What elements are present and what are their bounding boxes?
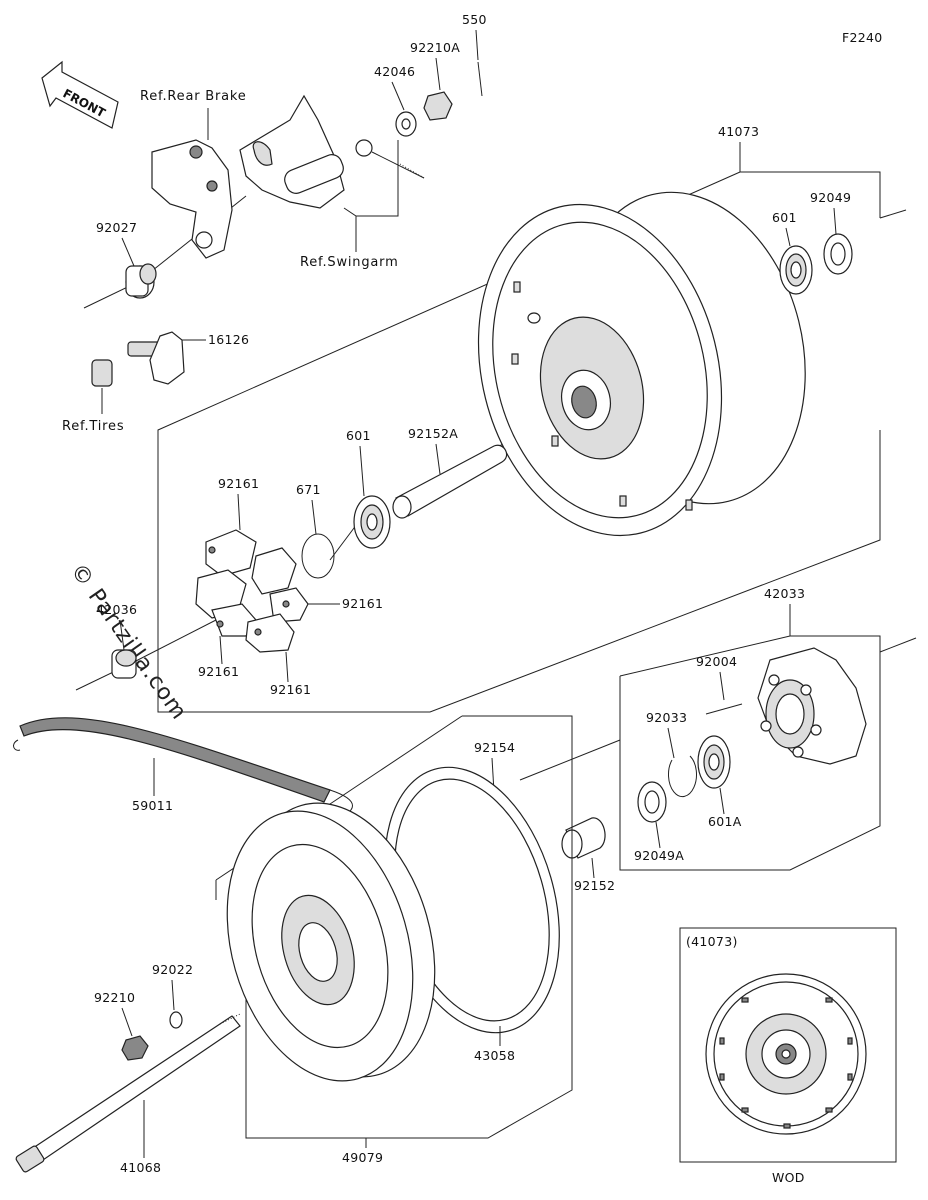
part-92161-c: 92161 <box>198 664 239 679</box>
nut-92210: 92210 <box>94 990 149 1061</box>
part-59011: 59011 <box>132 798 173 813</box>
part-601-top: 601 <box>772 210 797 225</box>
ref-swingarm-label: Ref.Swingarm <box>300 255 399 270</box>
part-92152A: 92152A <box>408 426 458 441</box>
part-92152: 92152 <box>574 878 615 893</box>
axle-41068: 41068 <box>15 1013 241 1175</box>
inset-caption: WOD <box>772 1170 805 1185</box>
stud-92004: 92004 <box>696 654 743 715</box>
part-671: 671 <box>296 482 321 497</box>
nut-92210A: 92210A <box>410 40 460 121</box>
part-43058: 43058 <box>474 1048 515 1063</box>
valve-cap: Ref.Tires <box>62 359 124 434</box>
part-92161-a: 92161 <box>218 476 259 491</box>
wheel-41073: 41073 <box>477 124 806 537</box>
part-550: 550 <box>462 12 487 27</box>
belt-59011: 59011 <box>13 717 353 821</box>
diagram-code: F2240 <box>842 30 883 45</box>
rear-brake-bracket: Ref.Rear Brake <box>140 89 247 259</box>
oring-671: 671 <box>296 482 335 579</box>
part-92161-b: 92161 <box>342 596 383 611</box>
part-92004: 92004 <box>696 654 737 669</box>
part-41068: 41068 <box>120 1160 161 1175</box>
part-92049: 92049 <box>810 190 851 205</box>
swingarm-ref: Ref.Swingarm <box>239 94 399 270</box>
washer-42046: 42046 <box>374 64 417 137</box>
part-42036: 42036 <box>96 602 137 617</box>
spacer-92152A: 92152A <box>392 426 508 519</box>
washer-92022: 92022 <box>152 962 193 1029</box>
valve-16126: 16126 <box>127 331 249 385</box>
part-92210: 92210 <box>94 990 135 1005</box>
part-49079: 49079 <box>342 1150 383 1165</box>
part-42046: 42046 <box>374 64 415 79</box>
front-arrow-icon: FRONT <box>41 60 119 129</box>
part-42033: 42033 <box>764 586 805 601</box>
part-92049A: 92049A <box>634 848 684 863</box>
collar-42036: 42036 <box>96 602 137 679</box>
ref-rear-brake-label: Ref.Rear Brake <box>140 89 247 104</box>
part-92161-d: 92161 <box>270 682 311 697</box>
seal-92049A: 92049A <box>634 781 684 863</box>
bearing-601-mid: 601 <box>346 428 391 549</box>
adjuster-bolt <box>355 139 425 179</box>
part-16126: 16126 <box>208 332 249 347</box>
part-92210A: 92210A <box>410 40 460 55</box>
part-92027: 92027 <box>96 220 137 235</box>
drum-49079: 49079 <box>226 802 436 1165</box>
part-92154: 92154 <box>474 740 515 755</box>
inset-title: (41073) <box>686 934 738 949</box>
bearing-601A: 601A <box>697 735 742 829</box>
pin-550: 550 <box>462 12 487 97</box>
lower-right-frame <box>519 635 917 871</box>
part-92033: 92033 <box>646 710 687 725</box>
ref-tires-label: Ref.Tires <box>62 419 124 434</box>
part-601A: 601A <box>708 814 742 829</box>
spacer-92152: 92152 <box>561 817 615 893</box>
collar-92027: 92027 <box>96 220 157 299</box>
part-41073: 41073 <box>718 124 759 139</box>
dampers-92161: 92161 92161 92161 92161 <box>195 476 383 697</box>
seal-92049: 92049 <box>810 190 853 275</box>
inset-wod: (41073) WOD <box>679 927 897 1185</box>
circlip-92033: 92033 <box>646 710 697 798</box>
part-601-mid: 601 <box>346 428 371 443</box>
part-92022: 92022 <box>152 962 193 977</box>
sprocket-42033: 42033 <box>757 586 867 765</box>
bearing-601-top: 601 <box>772 210 813 295</box>
